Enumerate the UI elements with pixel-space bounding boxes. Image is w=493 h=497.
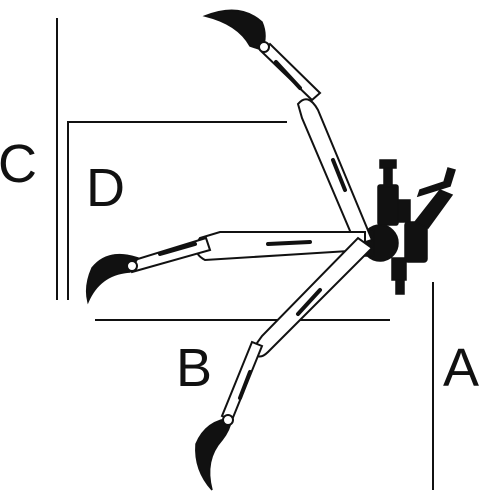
label-b: B	[176, 338, 212, 398]
label-c: C	[0, 134, 37, 194]
label-d: D	[86, 158, 125, 218]
arm-position-horizontal	[85, 231, 366, 305]
backhoe-mount	[361, 159, 456, 295]
dimension-line-d	[67, 121, 287, 300]
label-a: A	[443, 338, 479, 398]
arm-position-raised	[202, 9, 374, 247]
arm-position-lowered	[195, 236, 374, 491]
